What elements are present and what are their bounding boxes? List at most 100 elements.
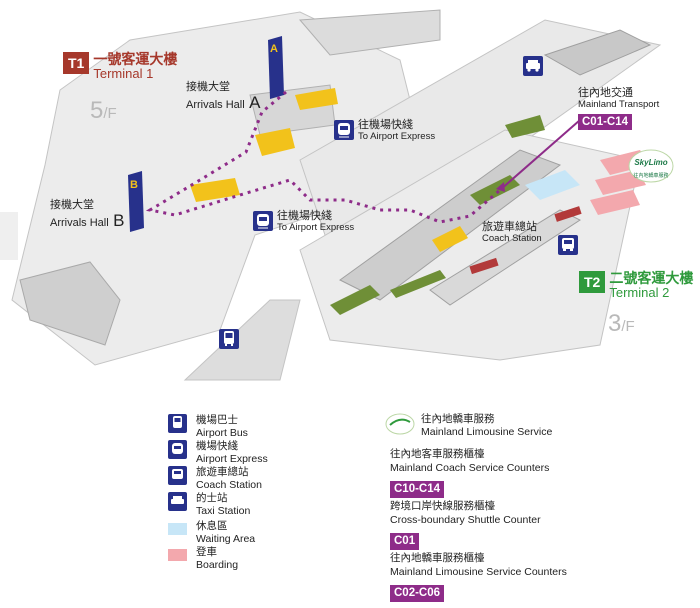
limousine-cn: 往內地轎車服務 bbox=[421, 413, 495, 425]
legend-airport-bus-cn: 機場巴士 bbox=[196, 414, 238, 426]
terminal2-name-en: Terminal 2 bbox=[609, 284, 670, 300]
terminal1-name-cn: 一號客運大樓 bbox=[93, 51, 178, 67]
coach-station-legend-icon bbox=[168, 466, 187, 485]
hall-b-cn: 接機大堂 bbox=[50, 199, 94, 211]
terminal2-floor-suffix: /F bbox=[621, 318, 635, 335]
legend-airport-express-en: Airport Express bbox=[196, 453, 268, 466]
map-drawing: A B SkyLimo 往內地轎車服務 bbox=[0, 9, 674, 381]
airport-express-2-cn: 往機場快綫 bbox=[277, 210, 332, 222]
shuttle-counter-tag: C01 bbox=[390, 533, 420, 550]
taxi-station-legend-icon bbox=[168, 492, 187, 511]
airport-express-legend-icon bbox=[168, 440, 187, 459]
terminal2-name-cn: 二號客運大樓 bbox=[609, 270, 694, 286]
road bbox=[183, 299, 301, 381]
skylimo-map-logo bbox=[628, 149, 674, 183]
pillar-a bbox=[268, 36, 284, 99]
terminal1-floor-number: 5 bbox=[90, 97, 104, 124]
grass-patch bbox=[390, 270, 446, 298]
bus-marker bbox=[554, 206, 582, 222]
legend-waiting-area-en: Waiting Area bbox=[196, 533, 256, 546]
terminal1-label: T1 一號客運大樓 Terminal 1 bbox=[63, 52, 177, 80]
waiting-area-zone bbox=[525, 170, 580, 200]
mainland-transport-counter-tag: C01-C14 bbox=[578, 113, 633, 131]
terminal2-floor: 3/F bbox=[608, 310, 635, 338]
coach-station-en: Coach Station bbox=[482, 232, 542, 244]
arrivals-hall-b-label: 接機大堂 Arrivals Hall B bbox=[50, 199, 125, 230]
pillar-a-label: A bbox=[270, 43, 278, 55]
grass-patch bbox=[505, 115, 545, 138]
skylimo-map-logo-sub: 往內地轎車服務 bbox=[633, 172, 668, 179]
legend-waiting-area-cn: 休息區 bbox=[196, 520, 228, 532]
limousine-en: Mainland Limousine Service bbox=[421, 426, 553, 439]
airport-express-label-1: 往機場快綫 To Airport Express bbox=[358, 119, 436, 142]
coach-counters-en: Mainland Coach Service Counters bbox=[390, 461, 550, 474]
airport-bus-icon bbox=[219, 329, 239, 349]
coach-station-cn: 旅遊車總站 bbox=[482, 221, 537, 233]
legend-airport-express-cn: 機場快綫 bbox=[196, 440, 238, 452]
coach-station-label: 旅遊車總站 Coach Station bbox=[482, 221, 542, 244]
terminal1-floor-suffix: /F bbox=[103, 105, 117, 122]
legend-boarding-en: Boarding bbox=[196, 559, 239, 572]
boarding-zone bbox=[595, 170, 646, 195]
airport-express-icon bbox=[334, 120, 354, 140]
boarding-swatch bbox=[168, 549, 187, 561]
grass-patch bbox=[330, 285, 380, 315]
mainland-transport-en: Mainland Transport bbox=[578, 98, 660, 110]
t1-block-low bbox=[19, 261, 121, 346]
legend-boarding-cn: 登車 bbox=[196, 546, 217, 558]
canopy bbox=[543, 29, 652, 76]
legend-taxi-station-en: Taxi Station bbox=[196, 505, 251, 518]
airport-express-label-2: 往機場快綫 To Airport Express bbox=[277, 210, 355, 233]
airport-express-icon bbox=[253, 211, 273, 231]
counter-area bbox=[190, 178, 240, 202]
legend-coach-station-en: Coach Station bbox=[196, 479, 262, 492]
hall-b-en: Arrivals Hall bbox=[50, 216, 109, 229]
terminal2-floor-number: 3 bbox=[608, 310, 622, 337]
taxi-station-icon bbox=[523, 56, 543, 76]
shuttle-counter-en: Cross-boundary Shuttle Counter bbox=[390, 513, 541, 526]
counter-area bbox=[432, 226, 468, 252]
mainland-transport-label: 往內地交通 Mainland Transport C01-C14 bbox=[578, 87, 660, 131]
legend-coach-station-cn: 旅遊車總站 bbox=[196, 466, 249, 478]
pillar-b-label: B bbox=[130, 179, 138, 191]
mainland-transport-pointer bbox=[499, 119, 581, 191]
coach-counters-tag: C10-C14 bbox=[390, 481, 445, 498]
shuttle-counter-cn: 跨境口岸快線服務櫃檯 bbox=[390, 500, 495, 512]
legend-taxi-station-cn: 的士站 bbox=[196, 492, 228, 504]
hall-a-en: Arrivals Hall bbox=[186, 98, 245, 111]
bus-marker bbox=[469, 257, 499, 275]
terminal1-name-en: Terminal 1 bbox=[93, 65, 154, 81]
terminal-map: A B SkyLimo 往內地轎車服務 T1 一號客運大樓 Terminal 1… bbox=[0, 9, 693, 381]
limousine-counters-en: Mainland Limousine Service Counters bbox=[390, 565, 567, 578]
terminal2-label: T2 二號客運大樓 Terminal 2 bbox=[579, 271, 693, 299]
terminal1-badge: T1 bbox=[63, 52, 90, 74]
route-arrow bbox=[496, 182, 505, 192]
airport-express-2-en: To Airport Express bbox=[277, 221, 355, 233]
limousine-counters-tag: C02-C06 bbox=[390, 585, 445, 602]
legend-airport-bus-en: Airport Bus bbox=[196, 427, 248, 440]
hall-b-letter: B bbox=[113, 210, 125, 230]
pillar-b bbox=[128, 171, 144, 232]
hall-a-letter: A bbox=[249, 92, 261, 112]
coach-counters-cn: 往內地客車服務櫃檯 bbox=[390, 448, 485, 460]
edge-strip bbox=[0, 212, 18, 260]
coach-station-icon bbox=[558, 235, 578, 255]
mainland-transport-cn: 往內地交通 bbox=[578, 87, 633, 99]
counter-area bbox=[255, 128, 295, 156]
arrivals-hall-a-label: 接機大堂 Arrivals Hall A bbox=[186, 81, 261, 112]
airport-bus-legend-icon bbox=[168, 414, 187, 433]
counter-area bbox=[295, 88, 338, 110]
airport-express-1-cn: 往機場快綫 bbox=[358, 119, 413, 131]
t1-block-top bbox=[298, 9, 441, 56]
terminal2-badge: T2 bbox=[579, 271, 606, 293]
airport-express-1-en: To Airport Express bbox=[358, 130, 436, 142]
